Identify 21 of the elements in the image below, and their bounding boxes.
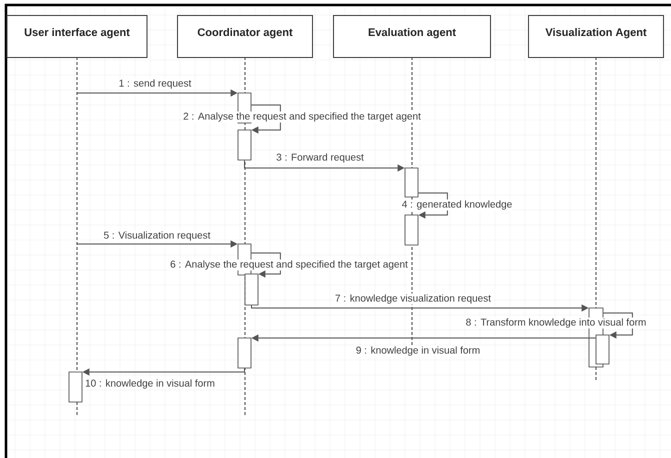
edge-label: 9 : knowledge in visual form — [355, 346, 481, 356]
edge-label: 4 : generated knowledge — [400, 200, 514, 210]
self-message-arrow — [250, 252, 281, 278]
activation-bar — [404, 168, 418, 198]
edge-label: 7 : knowledge visualization request — [334, 294, 492, 304]
activation-bar — [238, 338, 252, 368]
activation-bar — [238, 130, 252, 160]
activation-bar — [596, 334, 610, 364]
self-message-arrow — [418, 192, 448, 219]
lifeline-header: Visualization Agent — [528, 15, 664, 58]
activation-bar — [404, 214, 418, 246]
activation-bar — [68, 372, 82, 402]
self-message-arrow — [250, 104, 281, 134]
lifeline-header: Evaluation agent — [333, 15, 491, 58]
lifeline-header: User interface agent — [6, 15, 148, 58]
lifeline-header: Coordinator agent — [177, 15, 313, 58]
edge-label: 5 : Visualization request — [102, 230, 212, 242]
edge-label: 3 : Forward request — [275, 152, 365, 164]
self-message-arrow — [602, 312, 633, 339]
edge-label: 1 : send request — [118, 78, 192, 90]
activation-bar — [244, 274, 258, 306]
